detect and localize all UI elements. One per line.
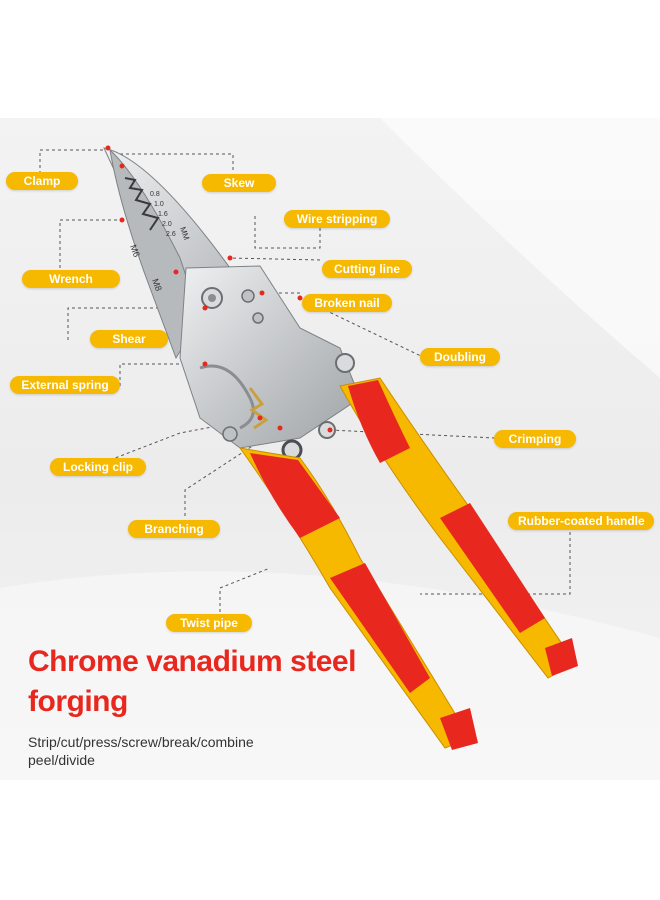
- gauge-label: 2.0: [162, 221, 172, 228]
- rivet: [252, 312, 264, 324]
- callout-skew: Skew: [202, 174, 276, 192]
- product-scene: M6 M8 MM 0.8 1.0 1.6 2.0 2.6: [0, 118, 660, 780]
- callout-wire-stripping: Wire stripping: [284, 210, 390, 228]
- rivet: [241, 289, 255, 303]
- gauge-label: 1.0: [154, 201, 164, 208]
- callout-shear: Shear: [90, 330, 168, 348]
- left-handle: [238, 447, 478, 750]
- headline-line-1: Chrome vanadium steel: [28, 645, 356, 678]
- pliers-illustration: M6 M8 MM 0.8 1.0 1.6 2.0 2.6: [0, 118, 660, 780]
- feature-summary-line-2: peel/divide: [28, 752, 95, 768]
- headline: Chrome vanadium steel forging: [28, 642, 356, 722]
- headline-line-2: forging: [28, 685, 128, 718]
- rivet: [318, 421, 336, 439]
- callout-rubber-coated-handle: Rubber-coated handle: [508, 512, 654, 530]
- callout-cutting-line: Cutting line: [322, 260, 412, 278]
- pivot-plate: [179, 265, 361, 449]
- callout-twist-pipe: Twist pipe: [166, 614, 252, 632]
- callout-locking-clip: Locking clip: [50, 458, 146, 476]
- marking-m6: M6: [128, 243, 142, 258]
- gauge-label: 2.6: [166, 231, 176, 238]
- pivot-bolt: [208, 294, 216, 302]
- callout-wrench: Wrench: [22, 270, 120, 288]
- background-sweep: [380, 118, 660, 378]
- callout-clamp: Clamp: [6, 172, 78, 190]
- rivet: [222, 426, 238, 442]
- background-sweep: [0, 571, 660, 780]
- callout-crimping: Crimping: [494, 430, 576, 448]
- feature-summary-line-1: Strip/cut/press/screw/break/combine: [28, 734, 254, 750]
- external-spring: [199, 364, 255, 430]
- marker-dots: [105, 145, 333, 433]
- marking-m8: M8: [150, 277, 164, 292]
- marking-mm: MM: [178, 226, 191, 242]
- right-handle: [339, 377, 578, 679]
- spring-coil: [248, 387, 269, 430]
- stripping-notches: [124, 177, 160, 231]
- gauge-label: 1.6: [158, 211, 168, 218]
- callout-doubling: Doubling: [420, 348, 500, 366]
- callout-branching: Branching: [128, 520, 220, 538]
- gauge-label: 0.8: [150, 191, 160, 198]
- feature-summary: Strip/cut/press/screw/break/combine peel…: [28, 733, 254, 769]
- lower-jaw: [109, 148, 201, 360]
- callout-external-spring: External spring: [10, 376, 120, 394]
- callout-broken-nail: Broken nail: [302, 294, 392, 312]
- pliers-head: M6 M8 MM 0.8 1.0 1.6 2.0 2.6: [103, 147, 361, 461]
- rivet: [335, 353, 355, 373]
